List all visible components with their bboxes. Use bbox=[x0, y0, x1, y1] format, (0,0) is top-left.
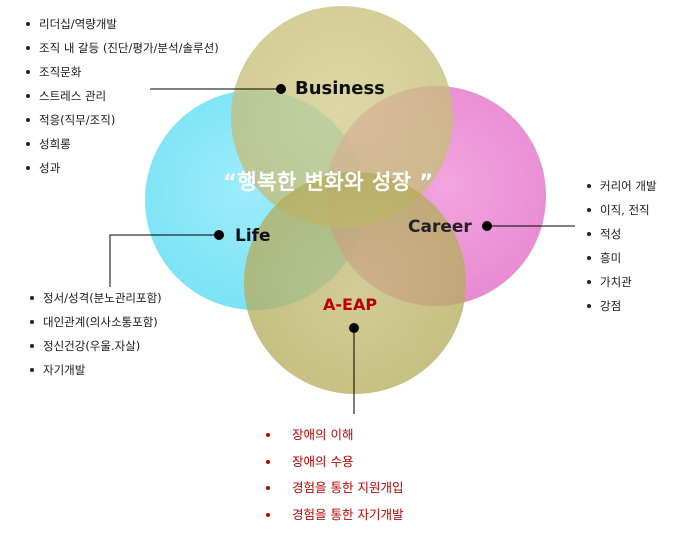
list-item-text: 커리어 개발 bbox=[600, 179, 657, 193]
list-item: 성희롱 bbox=[24, 132, 219, 156]
bullet-icon bbox=[26, 166, 30, 170]
list-item-text: 이직, 전직 bbox=[600, 203, 650, 217]
life-point bbox=[214, 230, 224, 240]
bullet-icon bbox=[587, 280, 591, 284]
list-item-text: 장애의 수용 bbox=[292, 453, 354, 469]
bullet-icon bbox=[266, 486, 270, 490]
list-item-text: 리더십/역량개발 bbox=[39, 17, 117, 31]
list-item: 스트레스 관리 bbox=[24, 84, 219, 108]
life-label: Life bbox=[235, 226, 271, 246]
list-item-text: 정신건강(우울.자살) bbox=[43, 339, 141, 353]
bullet-icon bbox=[26, 22, 30, 26]
business-point bbox=[276, 84, 286, 94]
bullet-icon bbox=[587, 208, 591, 212]
bullet-icon bbox=[587, 256, 591, 260]
list-item-text: 대인관계(의사소통포함) bbox=[43, 315, 158, 329]
life-connector bbox=[109, 234, 219, 287]
bullet-icon bbox=[30, 344, 34, 348]
business-label: Business bbox=[295, 78, 385, 99]
list-item: 경험을 통한 지원개입 bbox=[262, 475, 403, 502]
bullet-icon bbox=[266, 433, 270, 437]
bullet-icon bbox=[26, 142, 30, 146]
bullet-icon bbox=[266, 459, 270, 464]
list-item: 가치관 bbox=[585, 270, 657, 294]
list-item-text: 적응(직무/조직) bbox=[39, 113, 116, 127]
list-item-text: 적성 bbox=[600, 227, 622, 241]
list-item-text: 정서/성격(분노관리포함) bbox=[43, 291, 162, 305]
list-item-text: 조직 내 갈등 (진단/평가/분석/솔루션) bbox=[39, 41, 219, 55]
list-item-text: 자기개발 bbox=[43, 363, 86, 377]
bullet-icon bbox=[30, 296, 34, 300]
list-item-text: 장애의 이해 bbox=[292, 427, 354, 442]
list-item: 커리어 개발 bbox=[585, 174, 657, 198]
list-item: 강점 bbox=[585, 294, 657, 318]
bullet-icon bbox=[30, 320, 34, 324]
list-item: 리더십/역량개발 bbox=[24, 12, 219, 36]
list-item-text: 강점 bbox=[600, 299, 622, 313]
list-item-text: 성희롱 bbox=[39, 137, 71, 151]
list-item-text: 가치관 bbox=[600, 275, 632, 289]
aeap-point bbox=[349, 323, 359, 333]
bullet-icon bbox=[266, 512, 270, 517]
aeap-label: A-EAP bbox=[323, 295, 378, 314]
list-item-text: 경험을 통한 자기개발 bbox=[292, 506, 404, 522]
list-item: 자기개발 bbox=[28, 358, 162, 382]
list-item: 경험을 통한 자기개발 bbox=[262, 502, 403, 529]
list-item: 적성 bbox=[585, 222, 657, 246]
business-circle bbox=[231, 6, 453, 228]
list-item-text: 경험을 통한 지원개입 bbox=[292, 480, 404, 495]
list-item: 조직문화 bbox=[24, 60, 219, 84]
bullet-icon bbox=[26, 118, 30, 122]
list-item: 정서/성격(분노관리포함) bbox=[28, 286, 162, 310]
list-item-text: 흥미 bbox=[600, 251, 622, 265]
bullet-icon bbox=[26, 94, 30, 98]
list-item: 장애의 수용 bbox=[262, 449, 403, 476]
list-item: 장애의 이해 bbox=[262, 422, 403, 449]
list-item: 흥미 bbox=[585, 246, 657, 270]
list-item: 적응(직무/조직) bbox=[24, 108, 219, 132]
bullet-icon bbox=[26, 70, 30, 74]
list-item: 성과 bbox=[24, 156, 219, 180]
bullet-icon bbox=[587, 184, 591, 188]
bullet-icon bbox=[587, 304, 591, 308]
list-item: 정신건강(우울.자살) bbox=[28, 334, 162, 358]
bullet-icon bbox=[26, 46, 30, 50]
list-item-text: 스트레스 관리 bbox=[39, 89, 107, 103]
list-item: 조직 내 갈등 (진단/평가/분석/솔루션) bbox=[24, 36, 219, 60]
list-item: 이직, 전직 bbox=[585, 198, 657, 222]
bullet-icon bbox=[587, 232, 591, 236]
life-list: 정서/성격(분노관리포함) 대인관계(의사소통포함) 정신건강(우울.자살) 자기개발 bbox=[28, 286, 162, 382]
career-point bbox=[482, 221, 492, 231]
list-item-text: 조직문화 bbox=[39, 65, 82, 79]
aeap-circle bbox=[244, 172, 466, 394]
list-item-text: 성과 bbox=[39, 161, 61, 175]
career-label: Career bbox=[408, 217, 472, 237]
list-item: 대인관계(의사소통포함) bbox=[28, 310, 162, 334]
center-slogan: “행복한 변화와 성장 ” bbox=[223, 170, 434, 194]
bullet-icon bbox=[30, 368, 34, 372]
